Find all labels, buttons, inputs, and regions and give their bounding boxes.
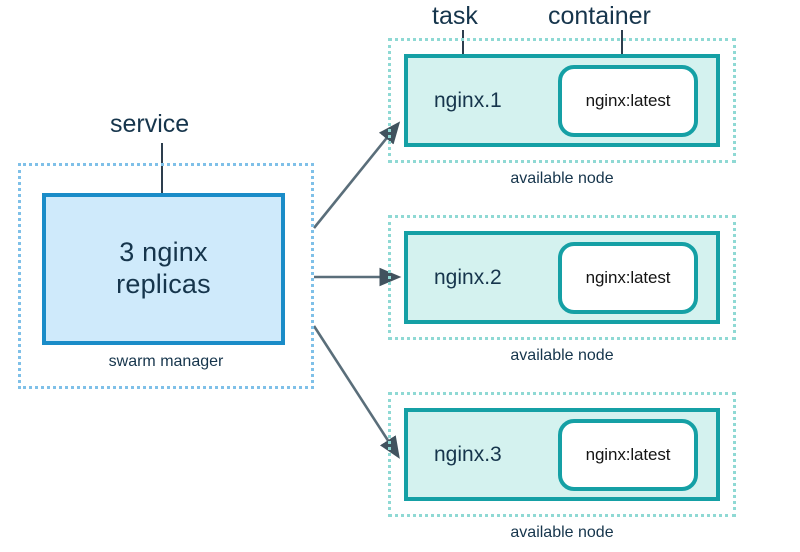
container-box-2[interactable]: nginx:latest [558, 241, 698, 314]
node-caption-3: available node [510, 524, 614, 541]
task-label-3: nginx.3 [434, 442, 502, 466]
task-box-2[interactable]: nginx.2 nginx:latest [404, 231, 720, 324]
task-label-2: nginx.2 [434, 265, 502, 289]
arrow-to-node-1 [312, 121, 401, 229]
leader-line-service [161, 143, 163, 228]
service-replicas-line-1: 3 nginx [119, 237, 208, 268]
node-boundary-2 [388, 215, 736, 340]
task-label-1: nginx.1 [434, 88, 502, 112]
callout-label-service: service [110, 110, 190, 138]
task-box-1[interactable]: nginx.1 nginx:latest [404, 54, 720, 147]
container-label-3: nginx:latest [585, 444, 671, 464]
swarm-manager-caption: swarm manager [108, 353, 224, 370]
callout-label-task: task [432, 2, 478, 30]
container-box-1[interactable]: nginx:latest [558, 64, 698, 137]
arrow-to-node-3 [312, 325, 400, 459]
service-replicas-line-2: replicas [116, 269, 211, 299]
service-box-text: 3 nginx replicas [116, 237, 211, 301]
node-boundary-1 [388, 38, 736, 163]
swarm-manager-boundary [18, 163, 314, 389]
node-caption-1: available node [510, 170, 614, 187]
container-label-1: nginx:latest [585, 90, 671, 110]
node-caption-2: available node [510, 347, 614, 364]
container-label-2: nginx:latest [585, 267, 671, 287]
callout-label-container: container [548, 2, 651, 30]
node-boundary-3 [388, 392, 736, 517]
task-box-3[interactable]: nginx.3 nginx:latest [404, 408, 720, 501]
service-box[interactable]: 3 nginx replicas [42, 193, 285, 345]
container-box-3[interactable]: nginx:latest [558, 418, 698, 491]
